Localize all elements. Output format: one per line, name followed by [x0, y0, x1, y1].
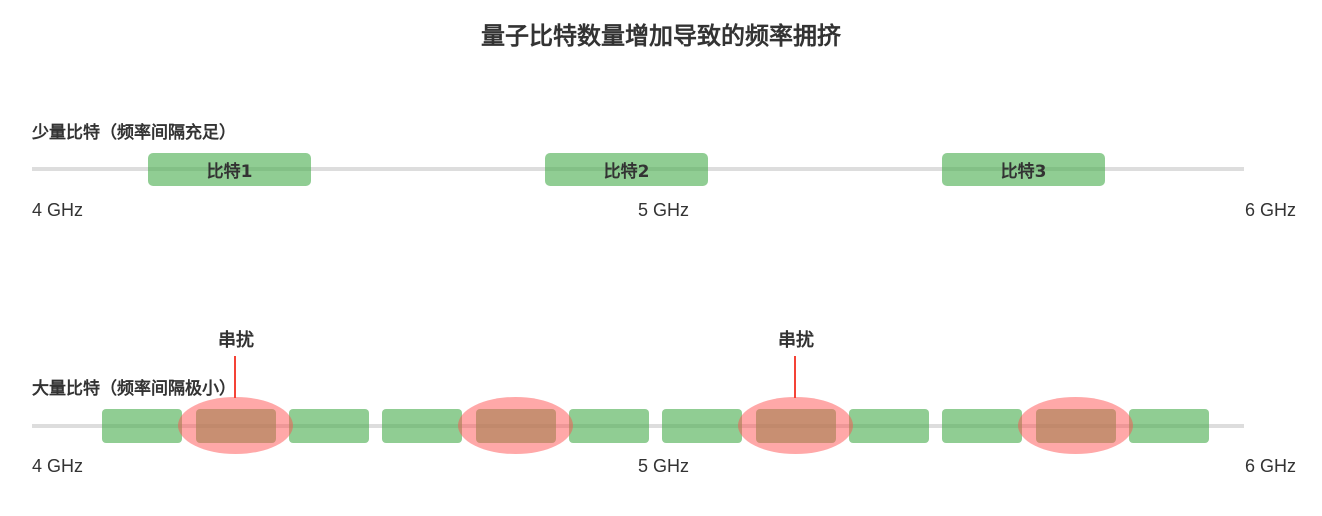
crowded-qubit — [1129, 409, 1209, 443]
crosstalk-pointer-1 — [234, 356, 236, 398]
many-qubits-label: 大量比特（频率间隔极小） — [32, 379, 236, 399]
crowded-qubit — [849, 409, 929, 443]
crowded-qubit — [569, 409, 649, 443]
crosstalk-label-2: 串扰 — [778, 330, 814, 351]
tick-5ghz-bottom: 5 GHz — [638, 456, 690, 476]
crowded-qubit — [942, 409, 1022, 443]
qubit-3: 比特3 — [942, 153, 1105, 186]
qubit-2-label: 比特2 — [603, 162, 650, 182]
few-qubits-label: 少量比特（频率间隔充足） — [32, 123, 236, 143]
crosstalk-label-1: 串扰 — [218, 330, 254, 351]
tick-4ghz-top: 4 GHz — [32, 200, 84, 220]
tick-4ghz-bottom: 4 GHz — [32, 456, 84, 476]
diagram-title: 量子比特数量增加导致的频率拥挤 — [481, 22, 841, 50]
qubit-1: 比特1 — [148, 153, 311, 186]
crosstalk-pointer-2 — [794, 356, 796, 398]
qubit-3-label: 比特3 — [1000, 162, 1047, 182]
frequency-overlap-zone — [738, 397, 853, 454]
crowded-qubit — [289, 409, 369, 443]
qubit-1-label: 比特1 — [206, 162, 253, 182]
crowded-qubit — [662, 409, 742, 443]
crowded-qubit — [102, 409, 182, 443]
frequency-overlap-zone — [178, 397, 293, 454]
qubit-2: 比特2 — [545, 153, 708, 186]
tick-6ghz-top: 6 GHz — [1245, 200, 1297, 220]
tick-6ghz-bottom: 6 GHz — [1245, 456, 1297, 476]
frequency-overlap-zone — [1018, 397, 1133, 454]
tick-5ghz-top: 5 GHz — [638, 200, 690, 220]
frequency-overlap-zone — [458, 397, 573, 454]
crowded-qubit — [382, 409, 462, 443]
